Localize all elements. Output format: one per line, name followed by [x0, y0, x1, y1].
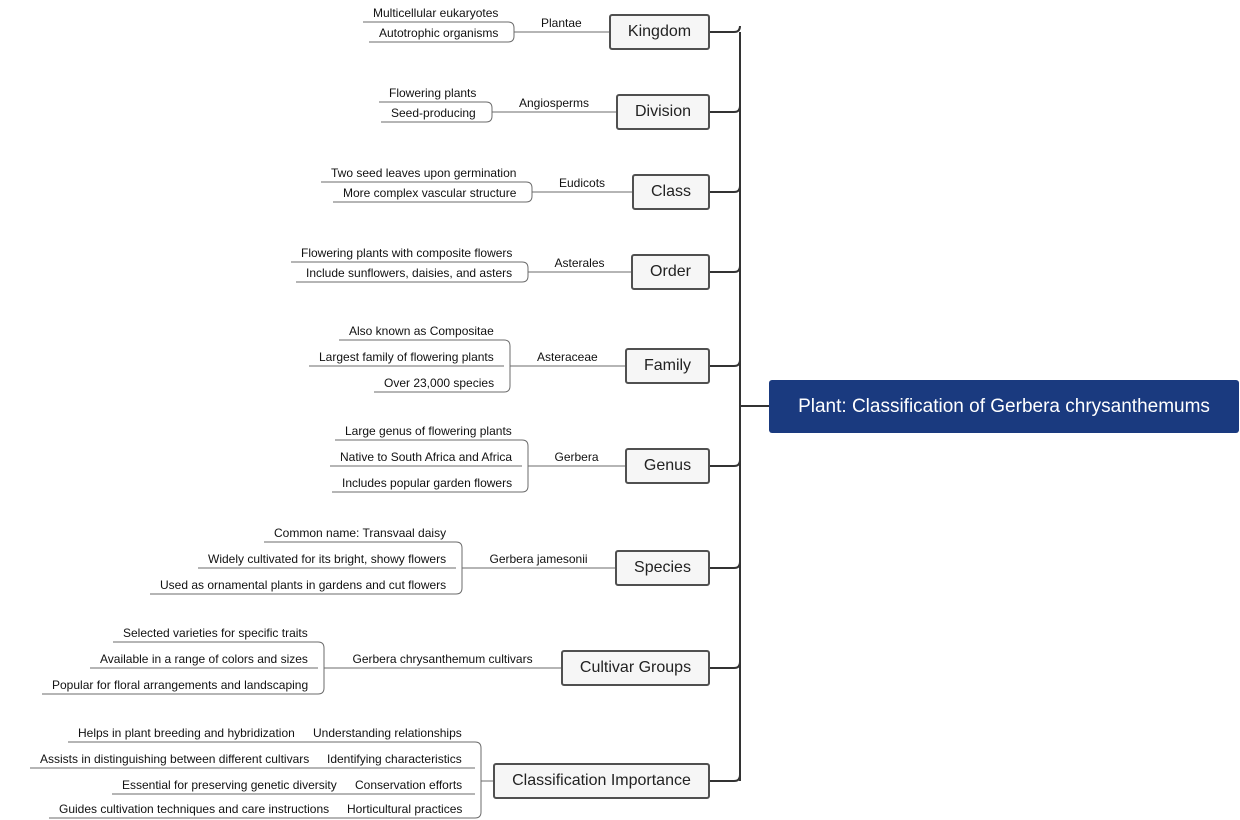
subcategory-label: Plantae — [541, 16, 582, 30]
importance-label: Conservation efforts — [355, 778, 463, 792]
subcategory-label: Eudicots — [559, 176, 606, 190]
leaf-label: Native to South Africa and Africa — [340, 450, 513, 464]
category-node-kingdom[interactable]: Kingdom — [609, 14, 710, 50]
importance-detail: Guides cultivation techniques and care i… — [59, 802, 330, 816]
importance-label: Understanding relationships — [313, 726, 462, 740]
leaf-label: Includes popular garden flowers — [342, 476, 513, 490]
root-node[interactable]: Plant: Classification of Gerbera chrysan… — [769, 380, 1239, 433]
leaf-label: Used as ornamental plants in gardens and… — [160, 578, 447, 592]
leaf-label: Over 23,000 species — [384, 376, 495, 390]
leaf-label: Also known as Compositae — [349, 324, 494, 338]
category-node-division[interactable]: Division — [616, 94, 710, 130]
subcategory-label: Asteraceae — [537, 350, 598, 364]
leaf-label: Include sunflowers, daisies, and asters — [306, 266, 513, 280]
leaf-label: Multicellular eukaryotes — [373, 6, 499, 20]
category-node-genus[interactable]: Genus — [625, 448, 710, 484]
leaf-label: Flowering plants — [389, 86, 477, 100]
subcategory-label: Angiosperms — [519, 96, 590, 110]
importance-detail: Essential for preserving genetic diversi… — [122, 778, 337, 792]
category-node-species[interactable]: Species — [615, 550, 710, 586]
subcategory-label: Gerbera jamesonii — [489, 552, 588, 566]
leaf-label: Popular for floral arrangements and land… — [52, 678, 309, 692]
leaf-label: Large genus of flowering plants — [345, 424, 512, 438]
leaf-label: Seed-producing — [391, 106, 476, 120]
leaf-label: Available in a range of colors and sizes — [100, 652, 308, 666]
category-node-order[interactable]: Order — [631, 254, 710, 290]
leaf-label: Selected varieties for specific traits — [123, 626, 308, 640]
leaf-label: Autotrophic organisms — [379, 26, 499, 40]
leaf-label: Common name: Transvaal daisy — [274, 526, 447, 540]
importance-label: Identifying characteristics — [327, 752, 462, 766]
leaf-label: More complex vascular structure — [343, 186, 517, 200]
leaf-label: Largest family of flowering plants — [319, 350, 494, 364]
importance-detail: Helps in plant breeding and hybridizatio… — [78, 726, 295, 740]
leaf-label: Two seed leaves upon germination — [331, 166, 517, 180]
category-node-family[interactable]: Family — [625, 348, 710, 384]
subcategory-label: Gerbera chrysanthemum cultivars — [352, 652, 533, 666]
category-node-classification-importance[interactable]: Classification Importance — [493, 763, 710, 799]
category-node-cultivar-groups[interactable]: Cultivar Groups — [561, 650, 710, 686]
importance-detail: Assists in distinguishing between differ… — [40, 752, 310, 766]
subcategory-label: Gerbera — [554, 450, 599, 464]
category-node-class[interactable]: Class — [632, 174, 710, 210]
subcategory-label: Asterales — [554, 256, 605, 270]
leaf-label: Flowering plants with composite flowers — [301, 246, 513, 260]
leaf-label: Widely cultivated for its bright, showy … — [208, 552, 447, 566]
importance-label: Horticultural practices — [347, 802, 463, 816]
